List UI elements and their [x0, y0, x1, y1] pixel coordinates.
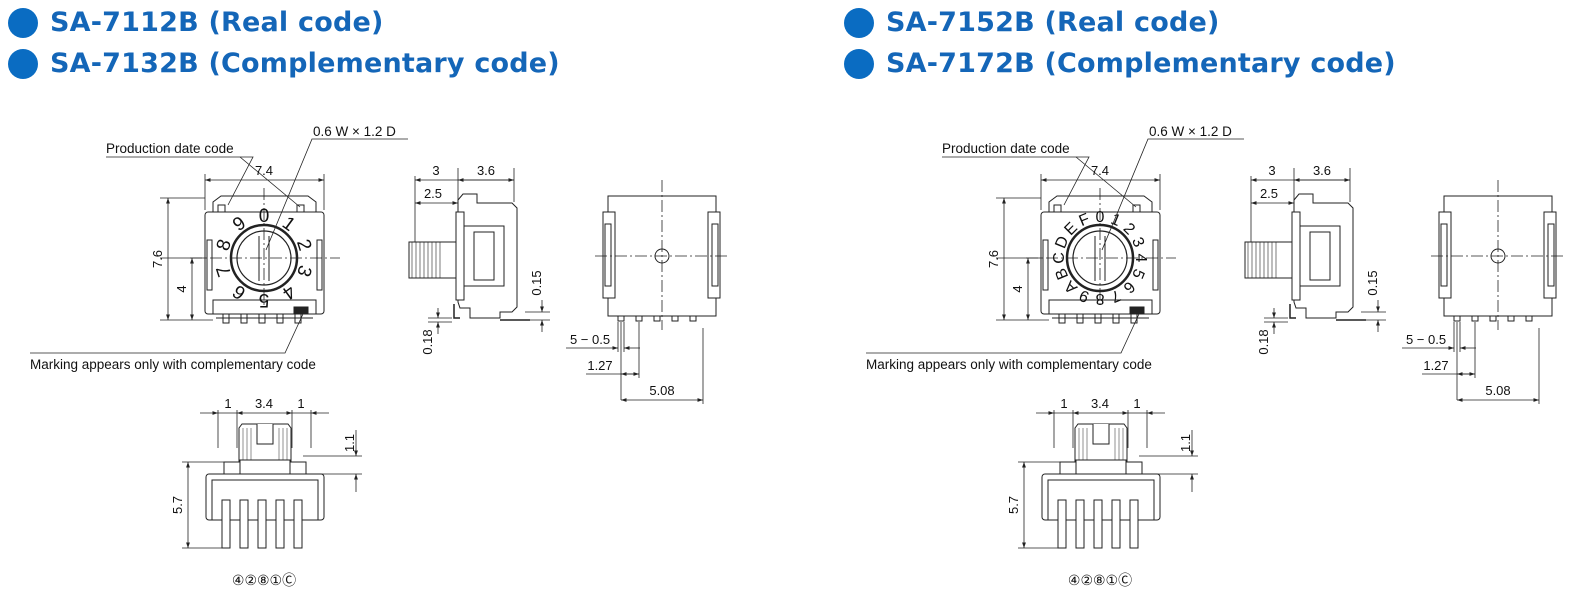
- dim-width: 7.4: [1091, 163, 1109, 178]
- dim-height: 7.6: [150, 250, 165, 268]
- rear-pins: [617, 315, 697, 322]
- dial-digit: 0: [1096, 209, 1105, 226]
- bottom-pins: [221, 499, 303, 549]
- dim-side-top-a: 3: [432, 163, 439, 178]
- production-date-label: Production date code: [942, 141, 1070, 156]
- rear-view: [566, 180, 730, 404]
- side-view: [1244, 168, 1386, 334]
- slot-label: 0.6 W × 1.2 D: [1149, 124, 1232, 139]
- dim-side-a: 2.5: [1260, 186, 1278, 201]
- dial-digit: C: [1051, 252, 1068, 264]
- marking-label: Marking appears only with complementary …: [866, 357, 1152, 372]
- side-view: [408, 168, 550, 334]
- dial-digit: 0: [259, 206, 270, 227]
- dial-digit: 4: [1132, 254, 1149, 263]
- filled-circle-icon: [8, 7, 38, 38]
- dim-knob-h: 1.1: [1178, 434, 1193, 452]
- dim-pin-pitch: 1.27: [587, 358, 612, 373]
- dim-side-b: 0.18: [1256, 329, 1271, 354]
- dim-knob-a: 1: [1060, 396, 1067, 411]
- rear-view: [1402, 180, 1566, 404]
- dim-side-r: 0.15: [529, 270, 544, 295]
- dim-body-h: 5.7: [1006, 496, 1021, 514]
- dial-digit: 5: [259, 289, 270, 310]
- dim-knob-h: 1.1: [342, 434, 357, 452]
- bottom-view: [1018, 410, 1198, 549]
- marker-square: [217, 204, 226, 213]
- dim-pin-n: 5 − 0.5: [1406, 332, 1446, 347]
- dim-knob-w: 3.4: [255, 396, 273, 411]
- dial-digit: 8: [1095, 290, 1104, 307]
- dim-pin-pitch: 1.27: [1423, 358, 1448, 373]
- pin-codes: ④②⑧①Ⓒ: [232, 572, 296, 588]
- rear-pins: [1453, 315, 1533, 322]
- filled-circle-icon: [844, 48, 874, 79]
- bottom-pins: [1057, 499, 1139, 549]
- dim-side-a: 2.5: [424, 186, 442, 201]
- heading-complementary-left: SA-7132B (Complementary code): [8, 48, 560, 79]
- complementary-mark: [293, 306, 309, 315]
- marker-square: [296, 204, 305, 213]
- dim-knob-b: 1: [1133, 396, 1140, 411]
- heading-complementary-right: SA-7172B (Complementary code): [844, 48, 1396, 79]
- dim-pin-n: 5 − 0.5: [570, 332, 610, 347]
- dim-knob-a: 1: [224, 396, 231, 411]
- slot-label: 0.6 W × 1.2 D: [313, 124, 396, 139]
- production-date-label: Production date code: [106, 141, 234, 156]
- bottom-view: [182, 410, 362, 549]
- front-pins: [216, 313, 313, 324]
- marker-square: [1132, 204, 1141, 213]
- complementary-mark: [1129, 306, 1145, 315]
- dim-side-top-a: 3: [1268, 163, 1275, 178]
- dim-width: 7.4: [255, 163, 273, 178]
- marker-square: [1053, 204, 1062, 213]
- front-pins: [1052, 313, 1149, 324]
- heading-real-right: SA-7152B (Real code): [844, 7, 1220, 38]
- dim-side-b: 0.18: [420, 329, 435, 354]
- dim-knob-w: 3.4: [1091, 396, 1109, 411]
- heading-real-left: SA-7112B (Real code): [8, 7, 384, 38]
- dim-side-r: 0.15: [1365, 270, 1380, 295]
- dim-side-top-b: 3.6: [1313, 163, 1331, 178]
- dim-half: 4: [174, 285, 189, 292]
- knob-side: [1244, 241, 1293, 279]
- dim-knob-b: 1: [297, 396, 304, 411]
- dim-pin-span: 5.08: [1485, 383, 1510, 398]
- dim-half: 4: [1010, 285, 1025, 292]
- marking-label: Marking appears only with complementary …: [30, 357, 316, 372]
- dim-pin-span: 5.08: [649, 383, 674, 398]
- knob-side: [408, 241, 457, 279]
- dim-height: 7.6: [986, 250, 1001, 268]
- filled-circle-icon: [844, 7, 874, 38]
- dim-side-top-b: 3.6: [477, 163, 495, 178]
- filled-circle-icon: [8, 48, 38, 79]
- dim-body-h: 5.7: [170, 496, 185, 514]
- pin-codes: ④②⑧①Ⓒ: [1068, 572, 1132, 588]
